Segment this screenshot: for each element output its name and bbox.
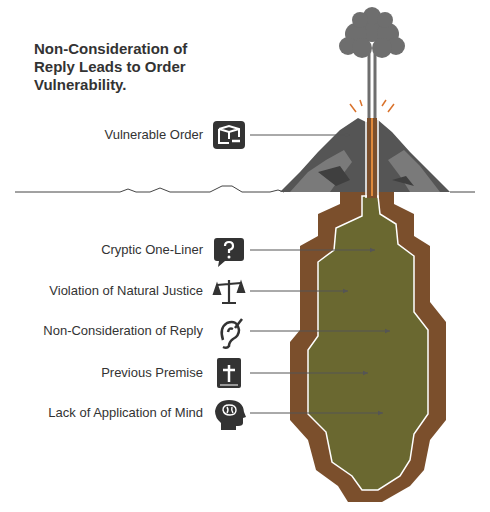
factor-label: Lack of Application of Mind [48, 405, 203, 421]
magma-chamber-inner [308, 196, 428, 490]
question-bubble-icon [214, 238, 244, 267]
leader-lines [250, 135, 390, 413]
box-icon [213, 121, 245, 149]
lava-stream [371, 118, 373, 196]
head-brain-icon [215, 400, 246, 430]
factor-label: Vulnerable Order [104, 127, 203, 143]
factor-label: Cryptic One-Liner [101, 242, 203, 258]
book-cross-icon [217, 358, 241, 388]
plume-stem [369, 52, 375, 118]
scales-icon [214, 280, 244, 303]
factor-label: Non-Consideration of Reply [43, 323, 203, 339]
factor-label: Previous Premise [101, 365, 203, 381]
diagram-title: Non-Consideration of Reply Leads to Orde… [34, 40, 224, 94]
magma-chamber-outer [290, 192, 446, 502]
factor-label: Violation of Natural Justice [49, 283, 203, 299]
ash-cloud [339, 7, 405, 58]
sparks [350, 100, 394, 112]
volcano-ridge [388, 150, 440, 192]
conduit [367, 118, 377, 198]
volcano-cone [280, 118, 450, 192]
ear-crossed-icon [222, 319, 242, 348]
